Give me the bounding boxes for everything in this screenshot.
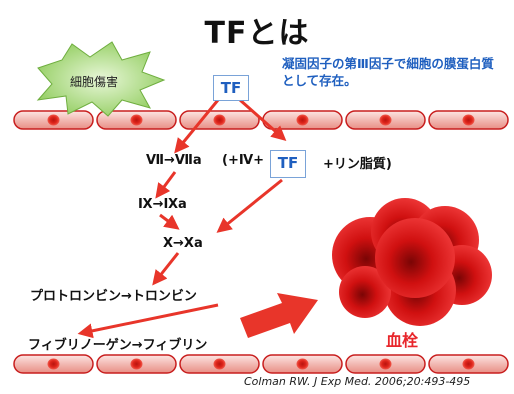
citation: Colman RW. J Exp Med. 2006;20:493-495 [244,375,471,388]
top-cell-layer [13,110,509,130]
big-arrow [240,293,318,338]
cofactor-open: (+Ⅳ+ [222,153,265,168]
tf-box-mid: TF [270,150,306,178]
injury-starburst [36,41,166,117]
bottom-row-nucleus [47,358,60,370]
injury-label: 細胞傷害 [70,75,119,89]
tf-label-top: TF [220,79,242,97]
top-row-nucleus [130,114,143,126]
arrow-tf-to-tf [239,98,287,141]
step-fibrinogen: フィブリノーゲン→フィブリン [28,338,208,353]
top-row-nucleus [213,114,226,126]
bottom-row-nucleus [379,358,392,370]
arrow-7-to-9 [155,171,177,199]
arrow-tf-to-10 [216,178,283,233]
bottom-cell-layer [13,354,509,374]
cofactor-close: +リン脂質) [323,157,392,172]
clot-label: 血栓 [386,331,419,350]
bottom-row-nucleus [296,358,309,370]
arrow-9-to-10 [159,213,180,230]
thrombus [332,198,492,326]
cascade-arrows [77,98,287,339]
page-title: TFとは [204,16,310,51]
step-factor7: Ⅶ→Ⅶa [146,153,202,168]
arrow-tf-to-7 [174,99,220,154]
top-row-nucleus [379,114,392,126]
top-row-nucleus [462,114,475,126]
top-row-nucleus [47,114,60,126]
step-factor10: Ⅹ→Ⅹa [163,236,203,251]
arrow-10-to-pro [152,252,180,286]
arrow-pro-to-fib [77,303,219,339]
bottom-row-nucleus [462,358,475,370]
description-text: 凝固因子の第Ⅲ因子で細胞の膜蛋白質として存在。 [282,56,494,88]
tf-box-top: TF [213,75,249,101]
top-row-nucleus [296,114,309,126]
step-prothrombin: プロトロンビン→トロンビン [30,289,197,304]
bottom-row-nucleus [213,358,226,370]
step-factor9: Ⅸ→Ⅸa [138,197,187,212]
bottom-row-nucleus [130,358,143,370]
tf-label-mid: TF [277,154,299,172]
